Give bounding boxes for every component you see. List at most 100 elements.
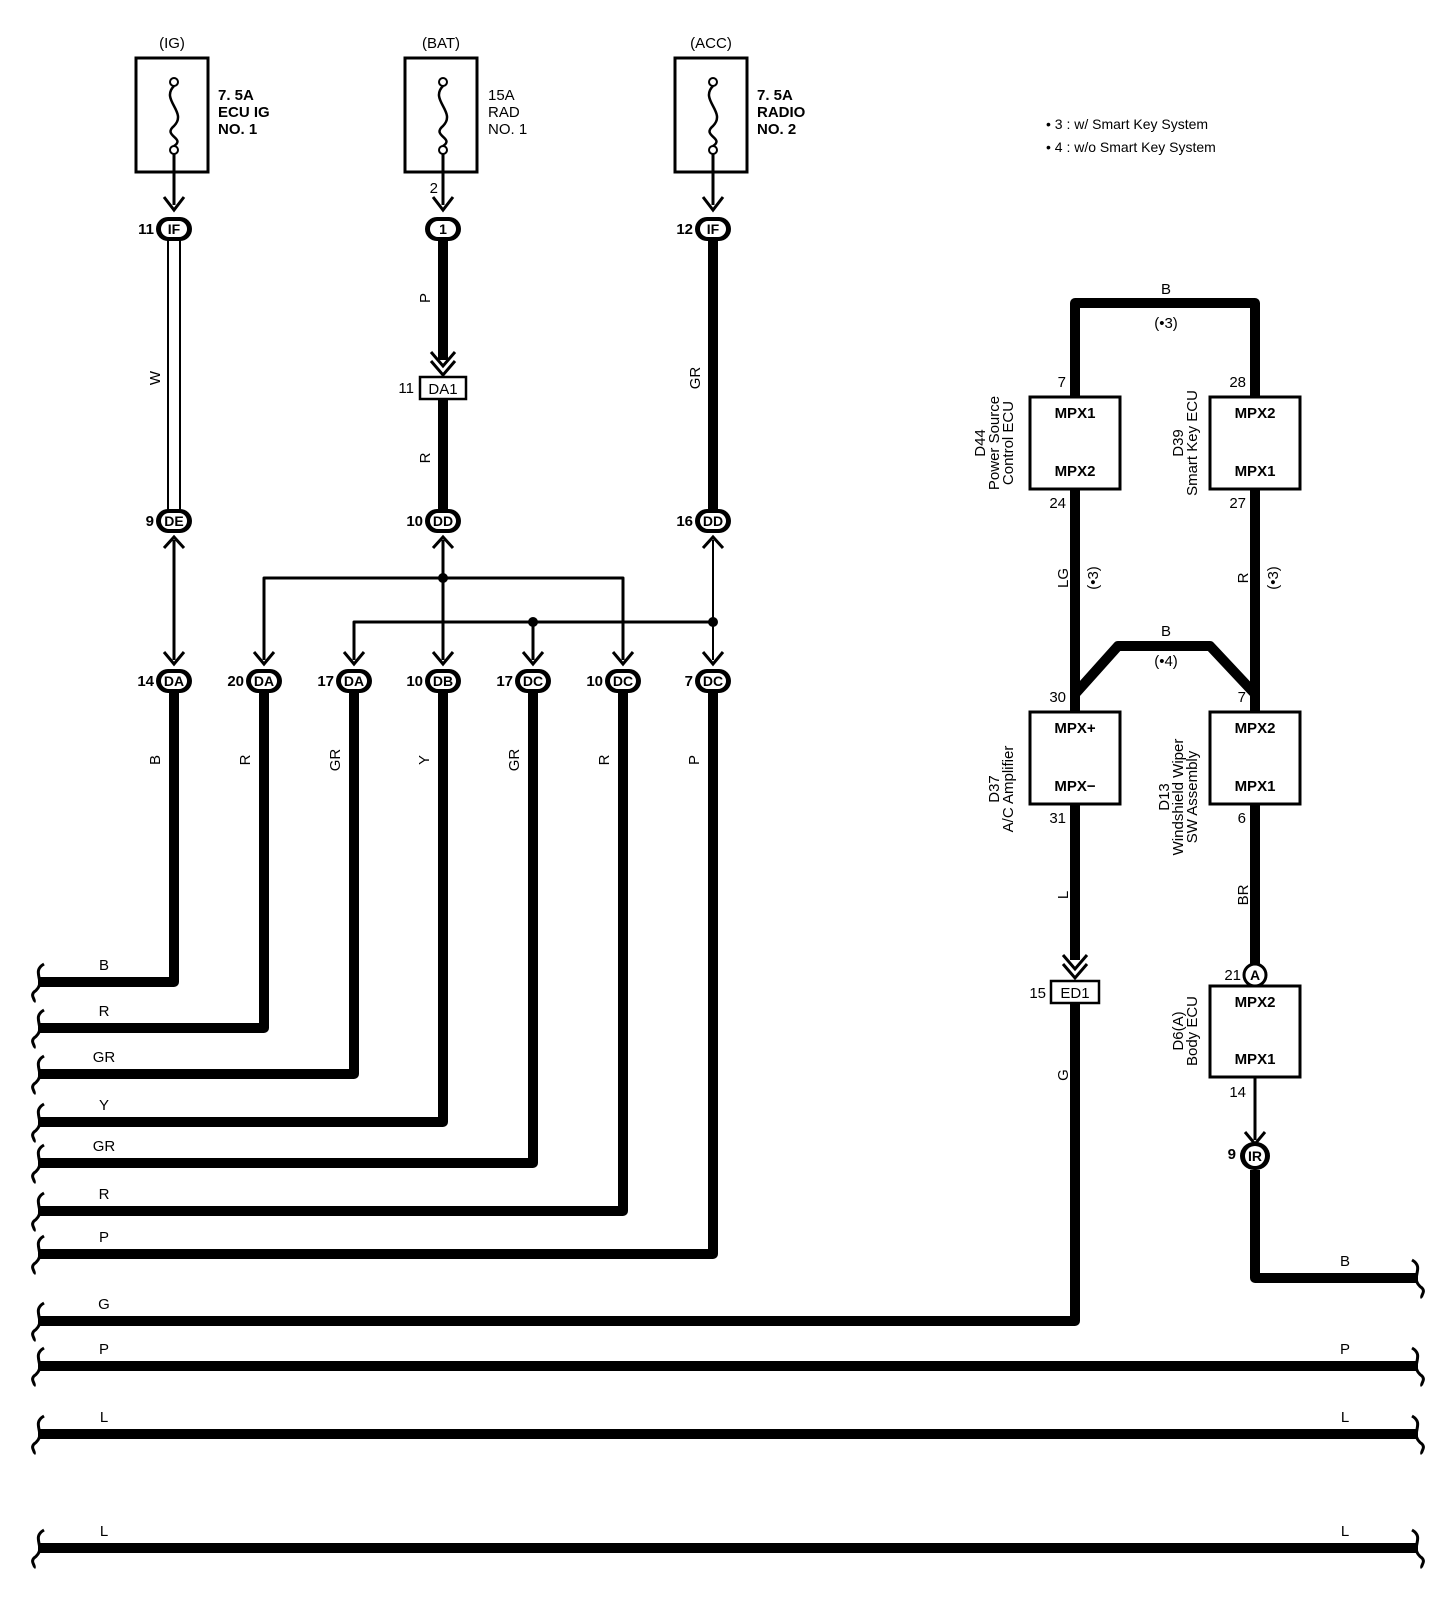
connector-dd-bat: 10 DD: [406, 509, 461, 533]
svg-text:A: A: [1250, 967, 1260, 983]
svg-text:L: L: [1341, 1523, 1349, 1540]
drop-color-3: GR: [327, 749, 344, 772]
svg-text:6: 6: [1238, 810, 1246, 827]
svg-text:P: P: [1340, 1341, 1350, 1358]
svg-text:GR: GR: [93, 1138, 116, 1155]
svg-text:MPX2: MPX2: [1055, 463, 1096, 480]
svg-text:1: 1: [439, 221, 447, 237]
left-bus-labels: B R GR Y GR R P G P L L: [93, 957, 116, 1540]
svg-text:GR: GR: [93, 1049, 116, 1066]
connector-if-ig: 11 IF: [138, 217, 192, 241]
svg-text:MPX1: MPX1: [1235, 778, 1276, 795]
wire-g: G: [1055, 1069, 1072, 1081]
svg-text:Y: Y: [99, 1097, 109, 1114]
svg-text:Control ECU: Control ECU: [1000, 401, 1017, 485]
svg-text:P: P: [99, 1341, 109, 1358]
fuse-ig-source: (IG): [159, 35, 185, 52]
fuse-bat: (BAT) 15A RAD NO. 1: [403, 35, 527, 174]
right-break-marks: [1411, 1258, 1425, 1570]
wire-r-note: (•3): [1265, 566, 1282, 590]
connector-db-10: 10 DB: [406, 669, 461, 693]
drop-color-7: P: [686, 755, 703, 765]
wire-mid-note: (•4): [1154, 653, 1178, 670]
svg-text:15: 15: [1029, 985, 1046, 1002]
svg-text:Windshield Wiper: Windshield Wiper: [1170, 739, 1187, 856]
connector-da1: 11 DA1: [398, 375, 468, 401]
svg-text:MPX−: MPX−: [1054, 778, 1096, 795]
wire-br: BR: [1235, 884, 1252, 905]
wire-color-acc: GR: [687, 367, 704, 390]
left-break-marks: [31, 962, 45, 1570]
ecu-d44-power-source: MPX1 MPX2 7 24 D44 Power Source Control …: [972, 374, 1122, 512]
ecu-d13-wiper-switch: MPX2 MPX1 7 6 D13 Windshield Wiper SW As…: [1156, 689, 1302, 856]
wire-r: R: [1235, 572, 1252, 583]
svg-text:D37: D37: [986, 775, 1003, 803]
fuse-ig: (IG) 7. 5A ECU IG NO. 1: [134, 35, 270, 174]
svg-text:16: 16: [676, 513, 693, 530]
svg-text:9: 9: [1228, 1146, 1236, 1163]
svg-text:MPX2: MPX2: [1235, 405, 1276, 422]
fuse-bat-name2: NO. 1: [488, 121, 527, 138]
svg-text:MPX1: MPX1: [1235, 463, 1276, 480]
svg-text:SW Assembly: SW Assembly: [1184, 750, 1201, 843]
svg-text:7: 7: [1238, 689, 1246, 706]
svg-text:IF: IF: [168, 221, 181, 237]
svg-text:P: P: [99, 1229, 109, 1246]
fuse-ig-amp: 7. 5A: [218, 87, 254, 104]
connector-de: 9 DE: [146, 509, 192, 533]
fuse-acc-name1: RADIO: [757, 104, 806, 121]
connector-dc-7: 7 DC: [685, 669, 731, 693]
svg-text:D44: D44: [972, 429, 989, 457]
svg-text:MPX1: MPX1: [1055, 405, 1096, 422]
wire-top-note: (•3): [1154, 315, 1178, 332]
legend-notes: • 3 : w/ Smart Key System • 4 : w/o Smar…: [1046, 116, 1216, 155]
svg-text:11: 11: [138, 221, 154, 238]
svg-text:MPX2: MPX2: [1235, 994, 1276, 1011]
svg-text:DB: DB: [433, 673, 453, 689]
connector-dc-10: 10 DC: [586, 669, 641, 693]
svg-text:27: 27: [1229, 495, 1246, 512]
svg-text:20: 20: [227, 673, 244, 690]
fuse-acc-amp: 7. 5A: [757, 87, 793, 104]
svg-text:10: 10: [406, 673, 423, 690]
svg-text:MPX1: MPX1: [1235, 1051, 1276, 1068]
connector-dc-17: 17 DC: [496, 669, 551, 693]
svg-text:IR: IR: [1248, 1148, 1262, 1164]
fuse-acc-source: (ACC): [690, 35, 732, 52]
svg-text:DC: DC: [523, 673, 543, 689]
svg-text:DC: DC: [613, 673, 633, 689]
svg-text:MPX2: MPX2: [1235, 720, 1276, 737]
wire-color-bat-upper: P: [417, 293, 434, 303]
svg-text:17: 17: [317, 673, 334, 690]
ecu-d39-smart-key: MPX2 MPX1 28 27 D39 Smart Key ECU: [1170, 374, 1302, 512]
wire-top-b: B: [1161, 281, 1171, 298]
svg-text:2: 2: [430, 180, 438, 197]
svg-text:7: 7: [1058, 374, 1066, 391]
svg-text:L: L: [1341, 1409, 1349, 1426]
svg-text:Smart Key ECU: Smart Key ECU: [1184, 390, 1201, 496]
svg-text:11: 11: [398, 380, 414, 397]
svg-text:12: 12: [676, 221, 693, 238]
connector-da-17: 17 DA: [317, 669, 372, 693]
svg-text:R: R: [99, 1186, 110, 1203]
drop-color-2: R: [237, 754, 254, 765]
ecu-d6-body: A 21 MPX2 MPX1 14 D6(A) Body ECU: [1170, 962, 1302, 1101]
fuse-bat-name1: RAD: [488, 104, 520, 121]
svg-text:10: 10: [406, 513, 423, 530]
right-bus-labels: B P L L: [1340, 1253, 1350, 1540]
svg-text:MPX+: MPX+: [1054, 720, 1096, 737]
wire-lg: LG: [1055, 568, 1072, 588]
svg-text:L: L: [100, 1409, 108, 1426]
connector-da-20: 20 DA: [227, 669, 282, 693]
svg-text:28: 28: [1229, 374, 1246, 391]
fuse-acc-name2: NO. 2: [757, 121, 796, 138]
wire-lg-note: (•3): [1085, 566, 1102, 590]
svg-text:DC: DC: [703, 673, 723, 689]
svg-text:31: 31: [1049, 810, 1066, 827]
svg-text:21: 21: [1224, 967, 1241, 984]
drop-color-5: GR: [506, 749, 523, 772]
svg-text:ED1: ED1: [1060, 985, 1089, 1002]
connector-if-acc: 12 IF: [676, 217, 731, 241]
connector-dd-acc: 16 DD: [676, 509, 731, 533]
